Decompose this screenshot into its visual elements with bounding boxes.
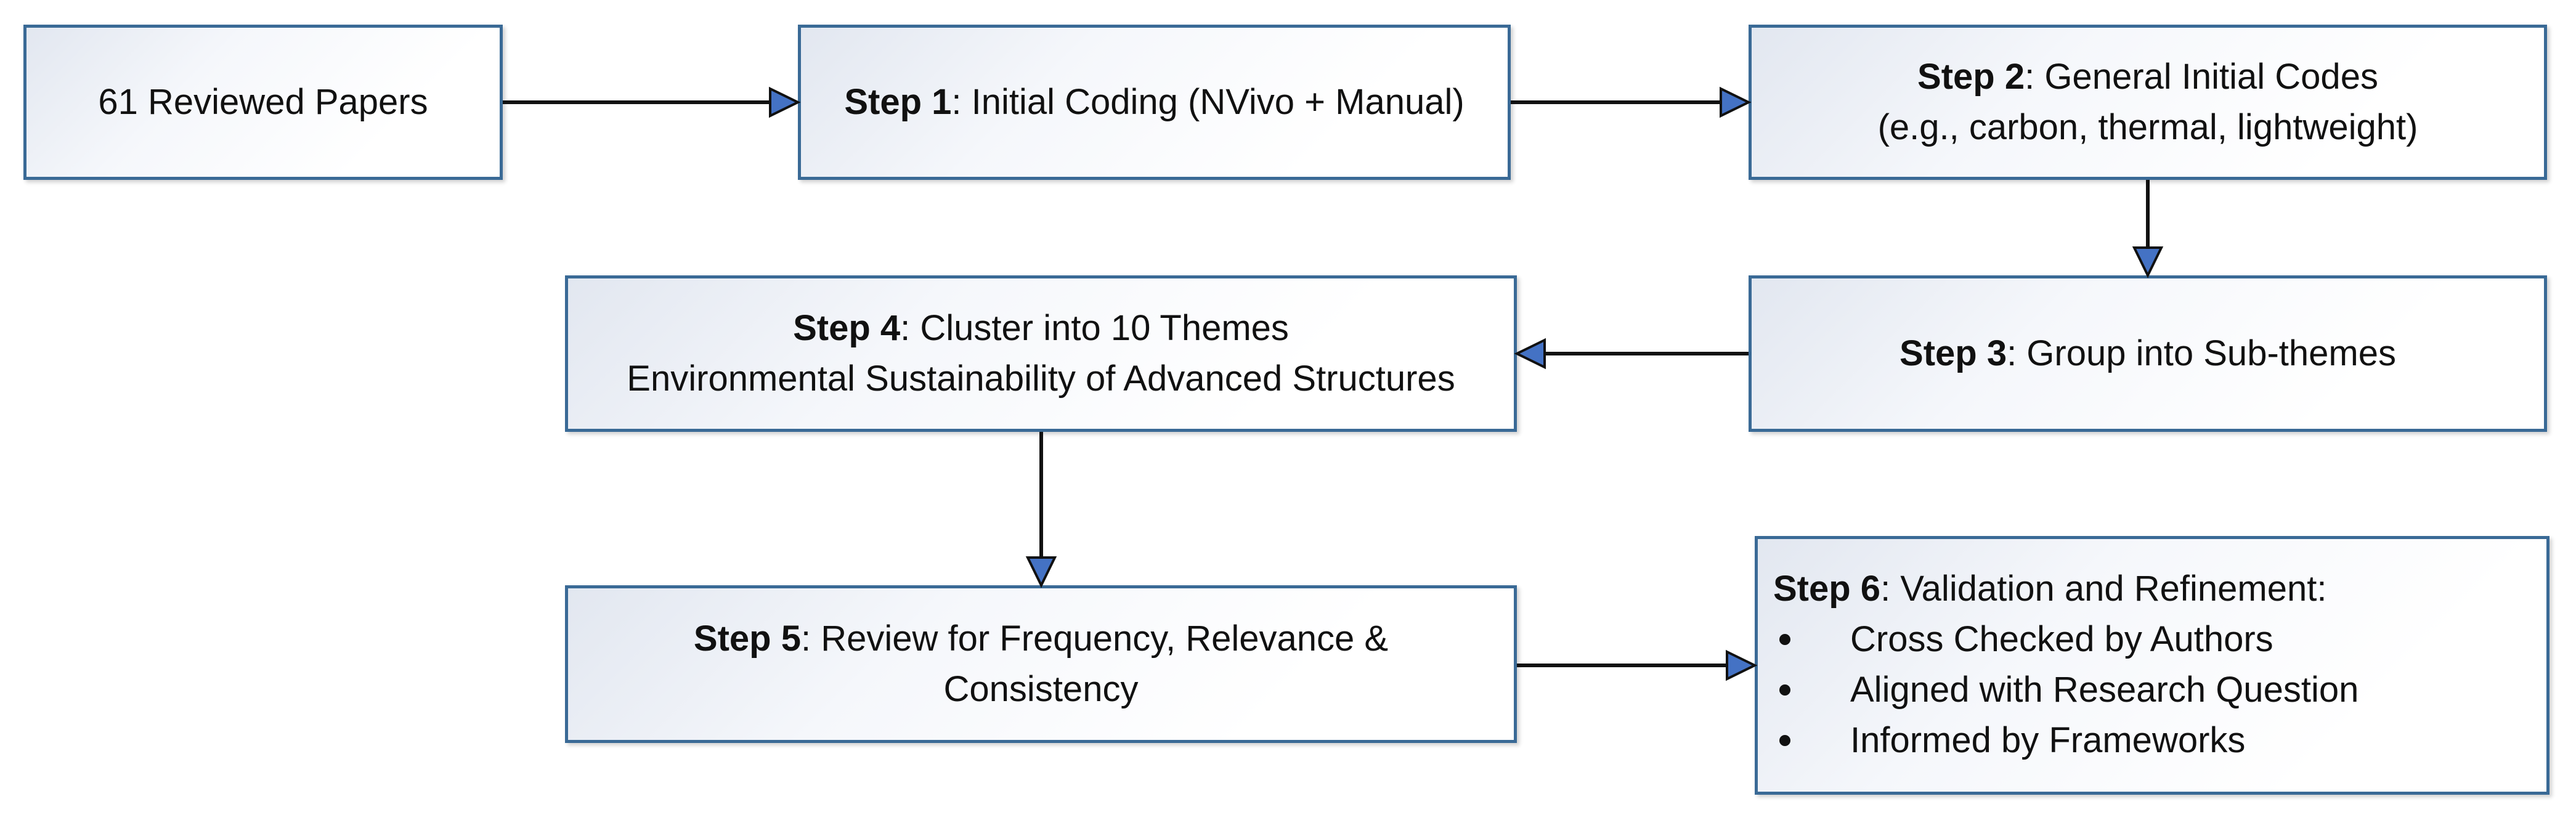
step-6-bullet: Informed by Frameworks xyxy=(1773,715,2359,766)
step-6-bullet: Aligned with Research Question xyxy=(1773,665,2359,715)
bullet-dot-icon xyxy=(1779,735,1790,746)
node-step-5-line2: Consistency xyxy=(943,669,1139,709)
node-step-1-text: : Initial Coding (NVivo + Manual) xyxy=(951,82,1465,122)
node-step-3-label: Step 3 xyxy=(1899,333,2007,373)
node-step-5-text: : Review for Frequency, Relevance & xyxy=(800,619,1389,659)
node-reviewed-papers-text: 61 Reviewed Papers xyxy=(98,82,428,122)
node-step-6-label: Step 6 xyxy=(1773,569,1881,609)
node-step-2-label: Step 2 xyxy=(1917,57,2025,97)
node-step-3: Step 3: Group into Sub-themes xyxy=(1749,275,2547,432)
node-step-2-line2: (e.g., carbon, thermal, lightweight) xyxy=(1877,107,2418,147)
step-6-bullet-text: Aligned with Research Question xyxy=(1850,670,2359,710)
node-step-4-title: Step 4: Cluster into 10 Themes xyxy=(793,303,1289,354)
arrowhead-down-icon xyxy=(2132,246,2164,278)
node-step-2-title: Step 2: General Initial Codes xyxy=(1917,52,2378,102)
node-step-5: Step 5: Review for Frequency, Relevance … xyxy=(565,585,1517,743)
node-step-4-text: : Cluster into 10 Themes xyxy=(900,308,1289,348)
node-step-3-text: : Group into Sub-themes xyxy=(2007,333,2396,373)
node-step-1: Step 1: Initial Coding (NVivo + Manual) xyxy=(798,25,1511,180)
arrowhead-right-icon xyxy=(1720,86,1752,118)
node-step-2: Step 2: General Initial Codes (e.g., car… xyxy=(1749,25,2547,180)
step-6-bullet-text: Cross Checked by Authors xyxy=(1850,619,2273,659)
step-6-bullet: Cross Checked by Authors xyxy=(1773,614,2359,665)
node-step-1-label: Step 1 xyxy=(844,82,952,122)
arrowhead-left-icon xyxy=(1514,338,1546,370)
node-step-4-line2: Environmental Sustainability of Advanced… xyxy=(627,359,1455,399)
node-step-2-text: : General Initial Codes xyxy=(2025,57,2378,97)
node-step-6-title: Step 6: Validation and Refinement: xyxy=(1773,564,2326,614)
node-step-6: Step 6: Validation and Refinement: Cross… xyxy=(1755,536,2550,795)
node-step-5-title: Step 5: Review for Frequency, Relevance … xyxy=(694,614,1388,664)
node-step-3-title: Step 3: Group into Sub-themes xyxy=(1899,328,2396,379)
node-reviewed-papers: 61 Reviewed Papers xyxy=(23,25,503,180)
node-step-6-text: : Validation and Refinement: xyxy=(1880,569,2327,609)
node-step-4-label: Step 4 xyxy=(793,308,901,348)
arrowhead-right-icon xyxy=(769,86,801,118)
node-step-1-title: Step 1: Initial Coding (NVivo + Manual) xyxy=(844,77,1464,128)
node-step-5-label: Step 5 xyxy=(693,619,801,659)
bullet-dot-icon xyxy=(1779,684,1790,696)
arrowhead-down-icon xyxy=(1025,556,1057,588)
step-6-bullet-text: Informed by Frameworks xyxy=(1850,720,2246,760)
step-6-bullet-list: Cross Checked by Authors Aligned with Re… xyxy=(1773,614,2359,766)
bullet-dot-icon xyxy=(1779,634,1790,645)
node-step-4: Step 4: Cluster into 10 Themes Environme… xyxy=(565,275,1517,432)
arrowhead-right-icon xyxy=(1726,649,1758,681)
